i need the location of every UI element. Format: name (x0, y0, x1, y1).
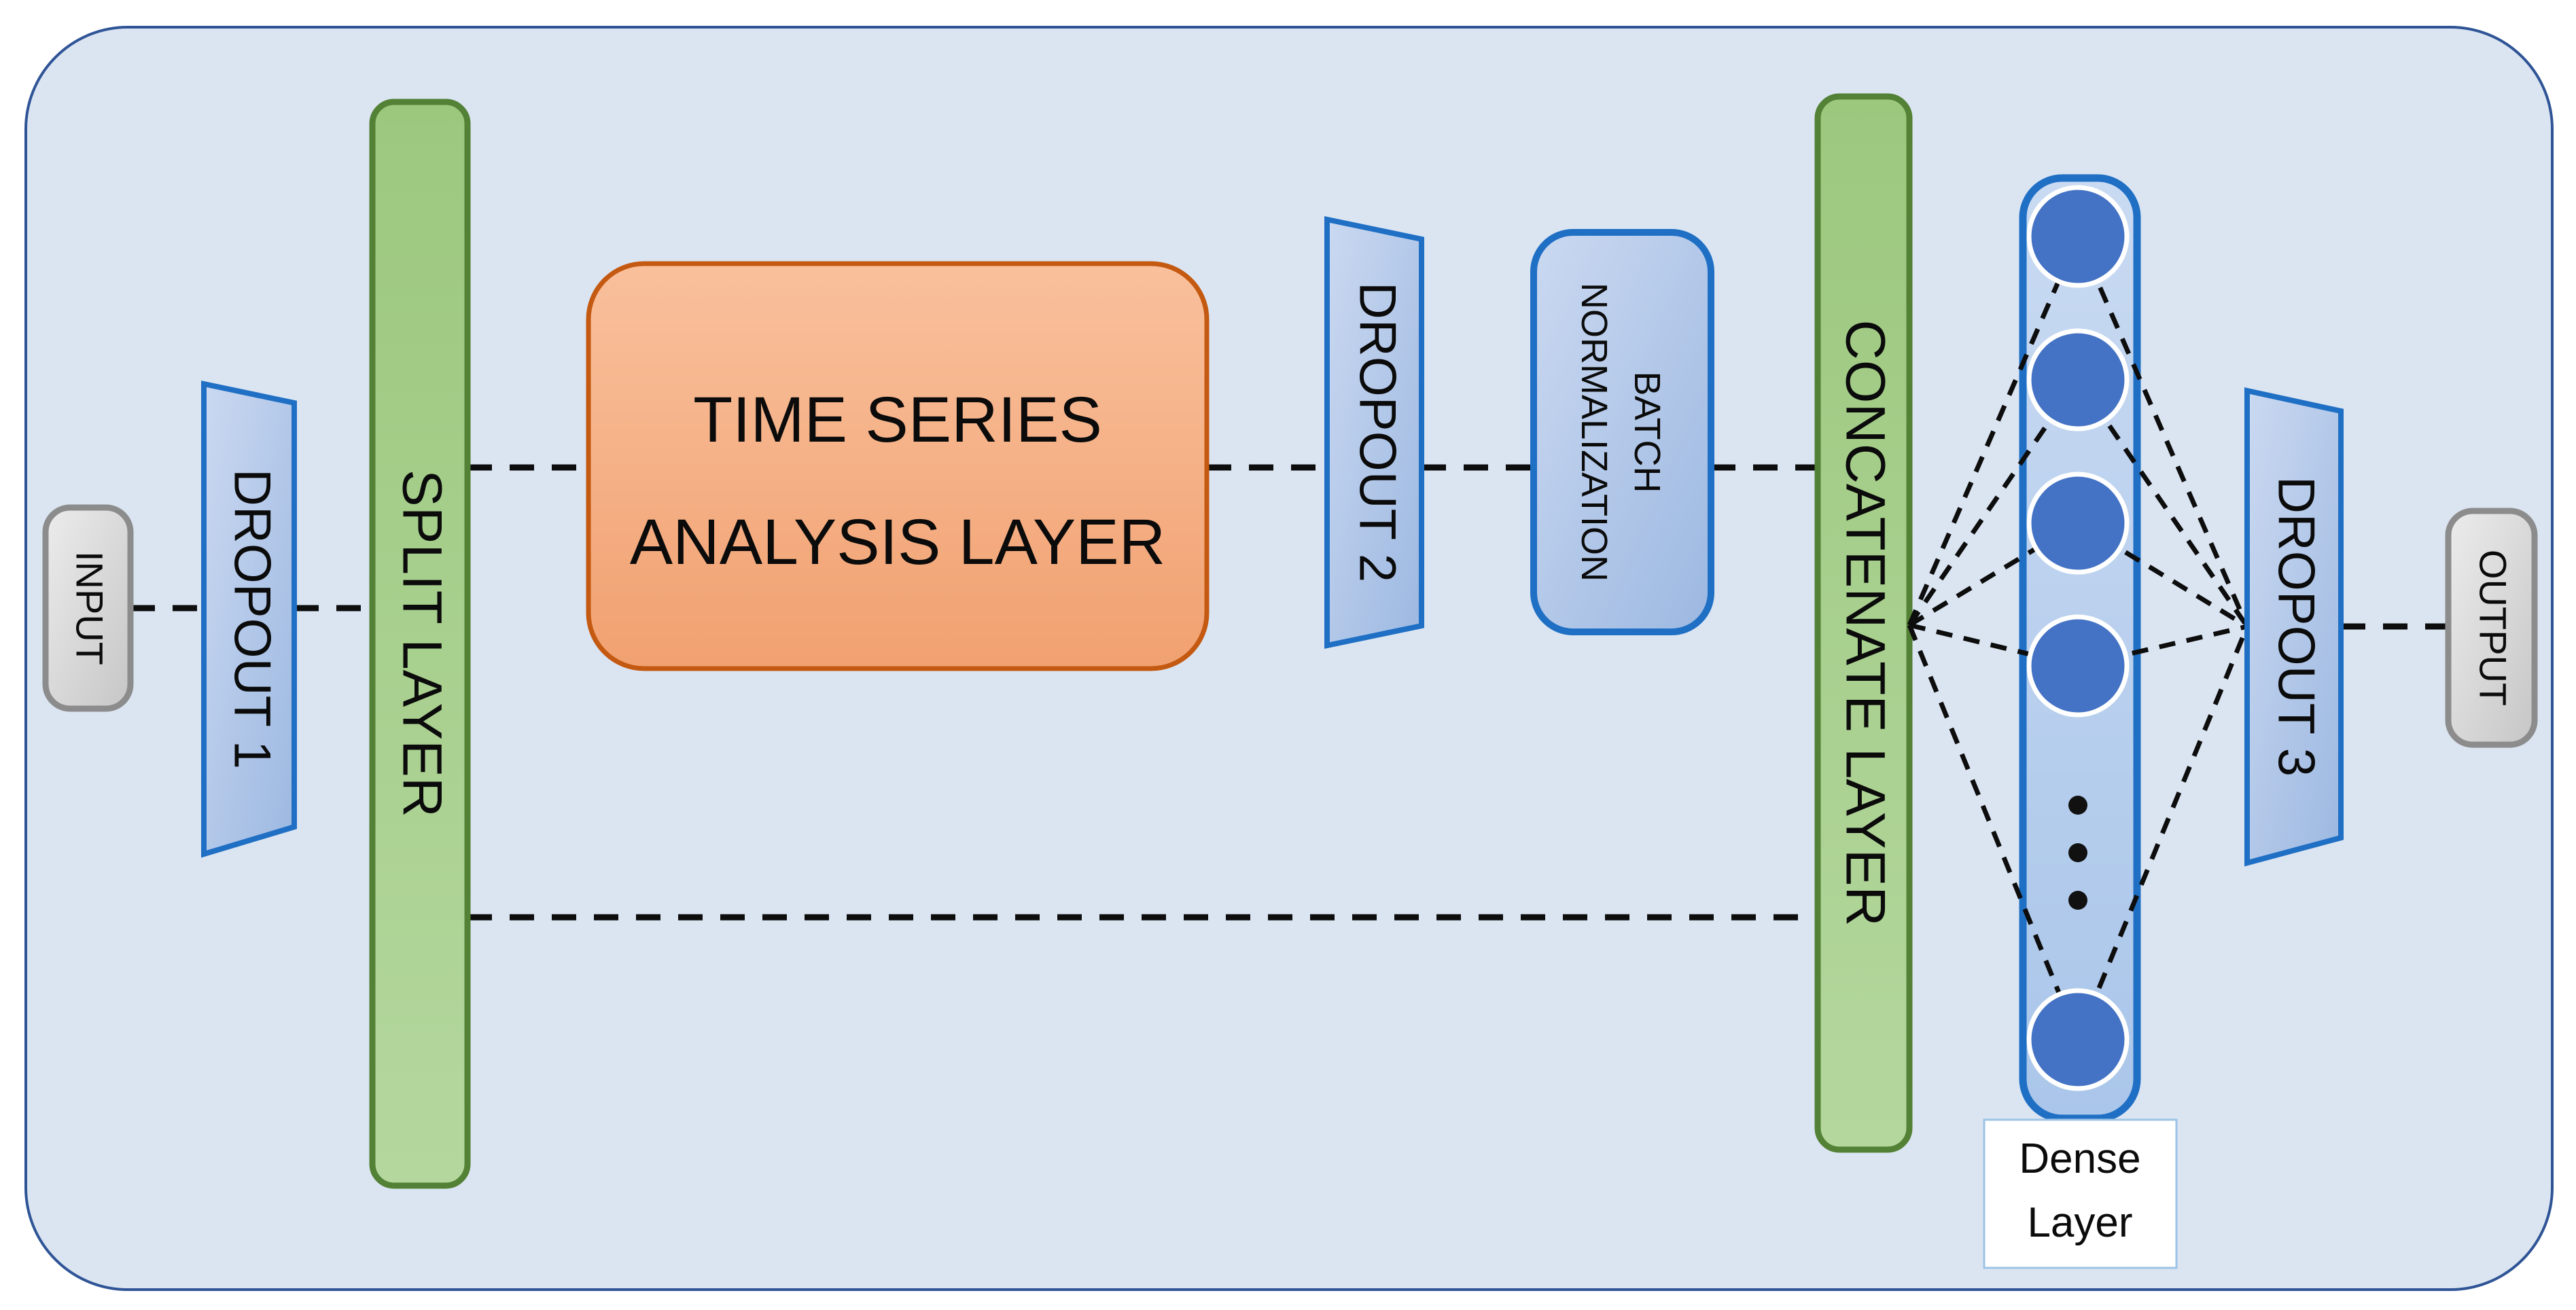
dropout3-label: DROPOUT 3 (2267, 476, 2325, 777)
dense-layer-caption-box (1983, 1118, 2178, 1269)
dropout2-label: DROPOUT 2 (1348, 282, 1406, 582)
split-layer-label: SPLIT LAYER (391, 470, 453, 817)
ellipsis-dot (2068, 843, 2087, 862)
time-series-analysis-node (586, 261, 1210, 671)
output-label: OUTPUT (2471, 550, 2514, 706)
output-node (2445, 508, 2538, 748)
time-series-label-line1: TIME SERIES (693, 384, 1102, 456)
dropout2-node (1324, 216, 1424, 649)
batch-normalization-labels: BATCH NORMALIZATION (1574, 283, 1668, 582)
ellipsis-dot (2068, 891, 2087, 910)
fan-line-left (1907, 624, 2081, 1041)
fan-line-left (1907, 378, 2080, 626)
batch-normalization-line2: NORMALIZATION (1574, 283, 1615, 582)
fan-line-right (2076, 378, 2249, 628)
dense-layer-caption-line1: Dense (2019, 1135, 2140, 1182)
dense-layer-caption-line2: Layer (2027, 1199, 2132, 1246)
neuron-5 (2026, 988, 2130, 1091)
batch-normalization-line1: BATCH (1627, 371, 1668, 493)
fan-line-right (2075, 235, 2250, 628)
dropout1-label: DROPOUT 1 (223, 469, 281, 769)
dropout1-node (201, 380, 297, 858)
ellipsis-dot (2068, 796, 2087, 815)
neuron-3 (2026, 472, 2130, 575)
split-layer-node (369, 99, 471, 1189)
neuron-4 (2026, 614, 2130, 718)
fan-line-left (1908, 521, 2079, 627)
dropout3-node (2244, 387, 2344, 867)
neuron-2 (2026, 328, 2130, 431)
time-series-label-line2: ANALYSIS LAYER (630, 506, 1165, 578)
input-node (42, 504, 134, 712)
fan-line-right (2075, 625, 2250, 1041)
dense-neurons (2026, 185, 2130, 1091)
batch-normalization-node (1530, 229, 1714, 635)
neuron-1 (2026, 185, 2130, 288)
concatenate-layer-label: CONCATENATE LAYER (1834, 319, 1896, 926)
fan-line-left (1907, 235, 2081, 626)
input-label: INPUT (68, 551, 111, 665)
